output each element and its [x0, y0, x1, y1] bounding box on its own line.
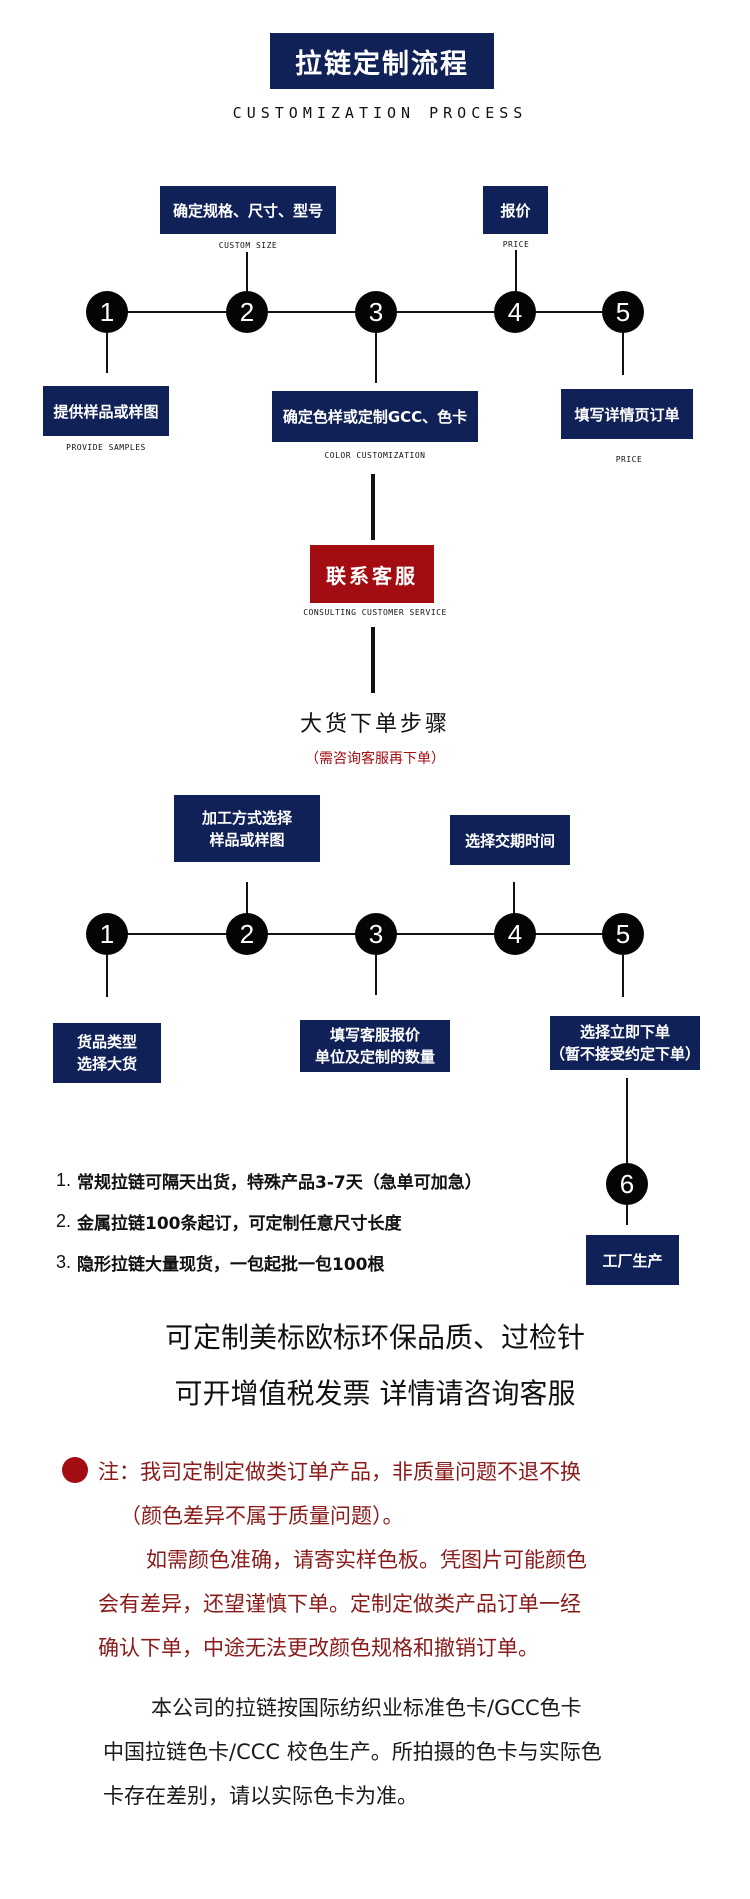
page-title: 拉链定制流程: [270, 33, 494, 89]
connector: [626, 1078, 628, 1163]
connector: [371, 474, 375, 540]
warning-bullet-icon: [62, 1457, 88, 1483]
step-circle: 2: [226, 913, 268, 955]
price-caption: PRICE: [502, 240, 530, 249]
warning-text: 注：我司定制定做类订单产品，非质量问题不退不换 （颜色差异不属于质量问题）。 如…: [98, 1450, 718, 1670]
note-item: 3. 隐形拉链大量现货，一包起批一包100根: [56, 1251, 385, 1275]
order-caption: PRICE: [615, 455, 643, 464]
step-circle: 3: [355, 291, 397, 333]
page-subtitle: CUSTOMIZATION PROCESS: [232, 104, 528, 122]
fill-quote-box: 填写客服报价 单位及定制的数量: [300, 1020, 450, 1072]
connector: [515, 250, 517, 292]
factory-box: 工厂生产: [586, 1235, 679, 1285]
flow1: 确定规格、尺寸、型号 CUSTOM SIZE 报价 PRICE 1 2 3 4 …: [0, 0, 750, 700]
bulk-title: 大货下单步骤: [299, 712, 450, 737]
note-item: 1. 常规拉链可隔天出货，特殊产品3-7天（急单可加急）: [56, 1169, 482, 1193]
connector: [622, 955, 624, 997]
connector: [106, 333, 108, 373]
service-caption: CONSULTING CUSTOMER SERVICE: [303, 608, 447, 617]
step-circle: 5: [602, 291, 644, 333]
warning-line: （颜色差异不属于质量问题）。: [120, 1504, 404, 1528]
step-circle: 5: [602, 913, 644, 955]
connector: [513, 882, 515, 920]
step-circle: 4: [494, 913, 536, 955]
confirm-order-box: 选择立即下单 （暂不接受约定下单）: [550, 1016, 700, 1070]
step-circle: 3: [355, 913, 397, 955]
goods-box: 货品类型 选择大货: [53, 1023, 161, 1083]
connector: [371, 627, 375, 693]
slogan-line-2: 可开增值税发票 详情请咨询客服: [174, 1377, 576, 1410]
page-title-text: 拉链定制流程: [295, 48, 469, 80]
spec-caption: CUSTOM SIZE: [218, 241, 278, 250]
statement-text: 本公司的拉链按国际纺织业标准色卡/GCC色卡 中国拉链色卡/CCC 校色生产。所…: [103, 1686, 713, 1818]
slogan-line-1: 可定制美标欧标环保品质、过检针: [164, 1321, 585, 1354]
notes-list: 1. 常规拉链可隔天出货，特殊产品3-7天（急单可加急） 2. 金属拉链100条…: [56, 1160, 576, 1282]
connector: [375, 333, 377, 383]
connector: [626, 1205, 628, 1225]
step-circle: 1: [86, 291, 128, 333]
warning-line: 如需颜色准确，请寄实样色板。凭图片可能颜色: [146, 1548, 587, 1572]
contact-service-badge: 联系客服: [310, 545, 434, 603]
connector: [622, 333, 624, 375]
bulk-subtitle: （需咨询客服再下单）: [305, 751, 445, 767]
delivery-box: 选择交期时间: [450, 815, 570, 865]
flow2: 加工方式选择 样品或样图 选择交期时间 1 2 3 4 5 货品类型 选择大货 …: [0, 780, 750, 1300]
process-box: 加工方式选择 样品或样图: [174, 795, 320, 862]
step-circle: 1: [86, 913, 128, 955]
note-item: 2. 金属拉链100条起订，可定制任意尺寸长度: [56, 1210, 402, 1234]
step-circle: 4: [494, 291, 536, 333]
connector: [375, 955, 377, 995]
color-caption: COLOR CUSTOMIZATION: [324, 451, 426, 460]
price-box: 报价: [483, 186, 548, 234]
samples-caption: PROVIDE SAMPLES: [66, 443, 146, 452]
warning-line: 会有差异，还望谨慎下单。定制定做类产品订单一经: [98, 1592, 581, 1616]
step-circle: 2: [226, 291, 268, 333]
warning-line: 注：我司定制定做类订单产品，非质量问题不退不换: [98, 1460, 581, 1484]
order-box: 填写详情页订单: [561, 389, 693, 439]
connector: [246, 882, 248, 920]
step-circle: 6: [606, 1163, 648, 1205]
statement-line: 本公司的拉链按国际纺织业标准色卡/GCC色卡: [151, 1696, 582, 1720]
connector: [106, 955, 108, 997]
statement-line: 卡存在差别，请以实际色卡为准。: [103, 1784, 418, 1808]
warning-line: 确认下单，中途无法更改颜色规格和撤销订单。: [98, 1636, 539, 1660]
connector: [246, 252, 248, 292]
color-box: 确定色样或定制GCC、色卡: [272, 391, 478, 442]
spec-box: 确定规格、尺寸、型号: [160, 186, 336, 234]
samples-box: 提供样品或样图: [43, 386, 169, 436]
statement-line: 中国拉链色卡/CCC 校色生产。所拍摄的色卡与实际色: [103, 1740, 602, 1764]
